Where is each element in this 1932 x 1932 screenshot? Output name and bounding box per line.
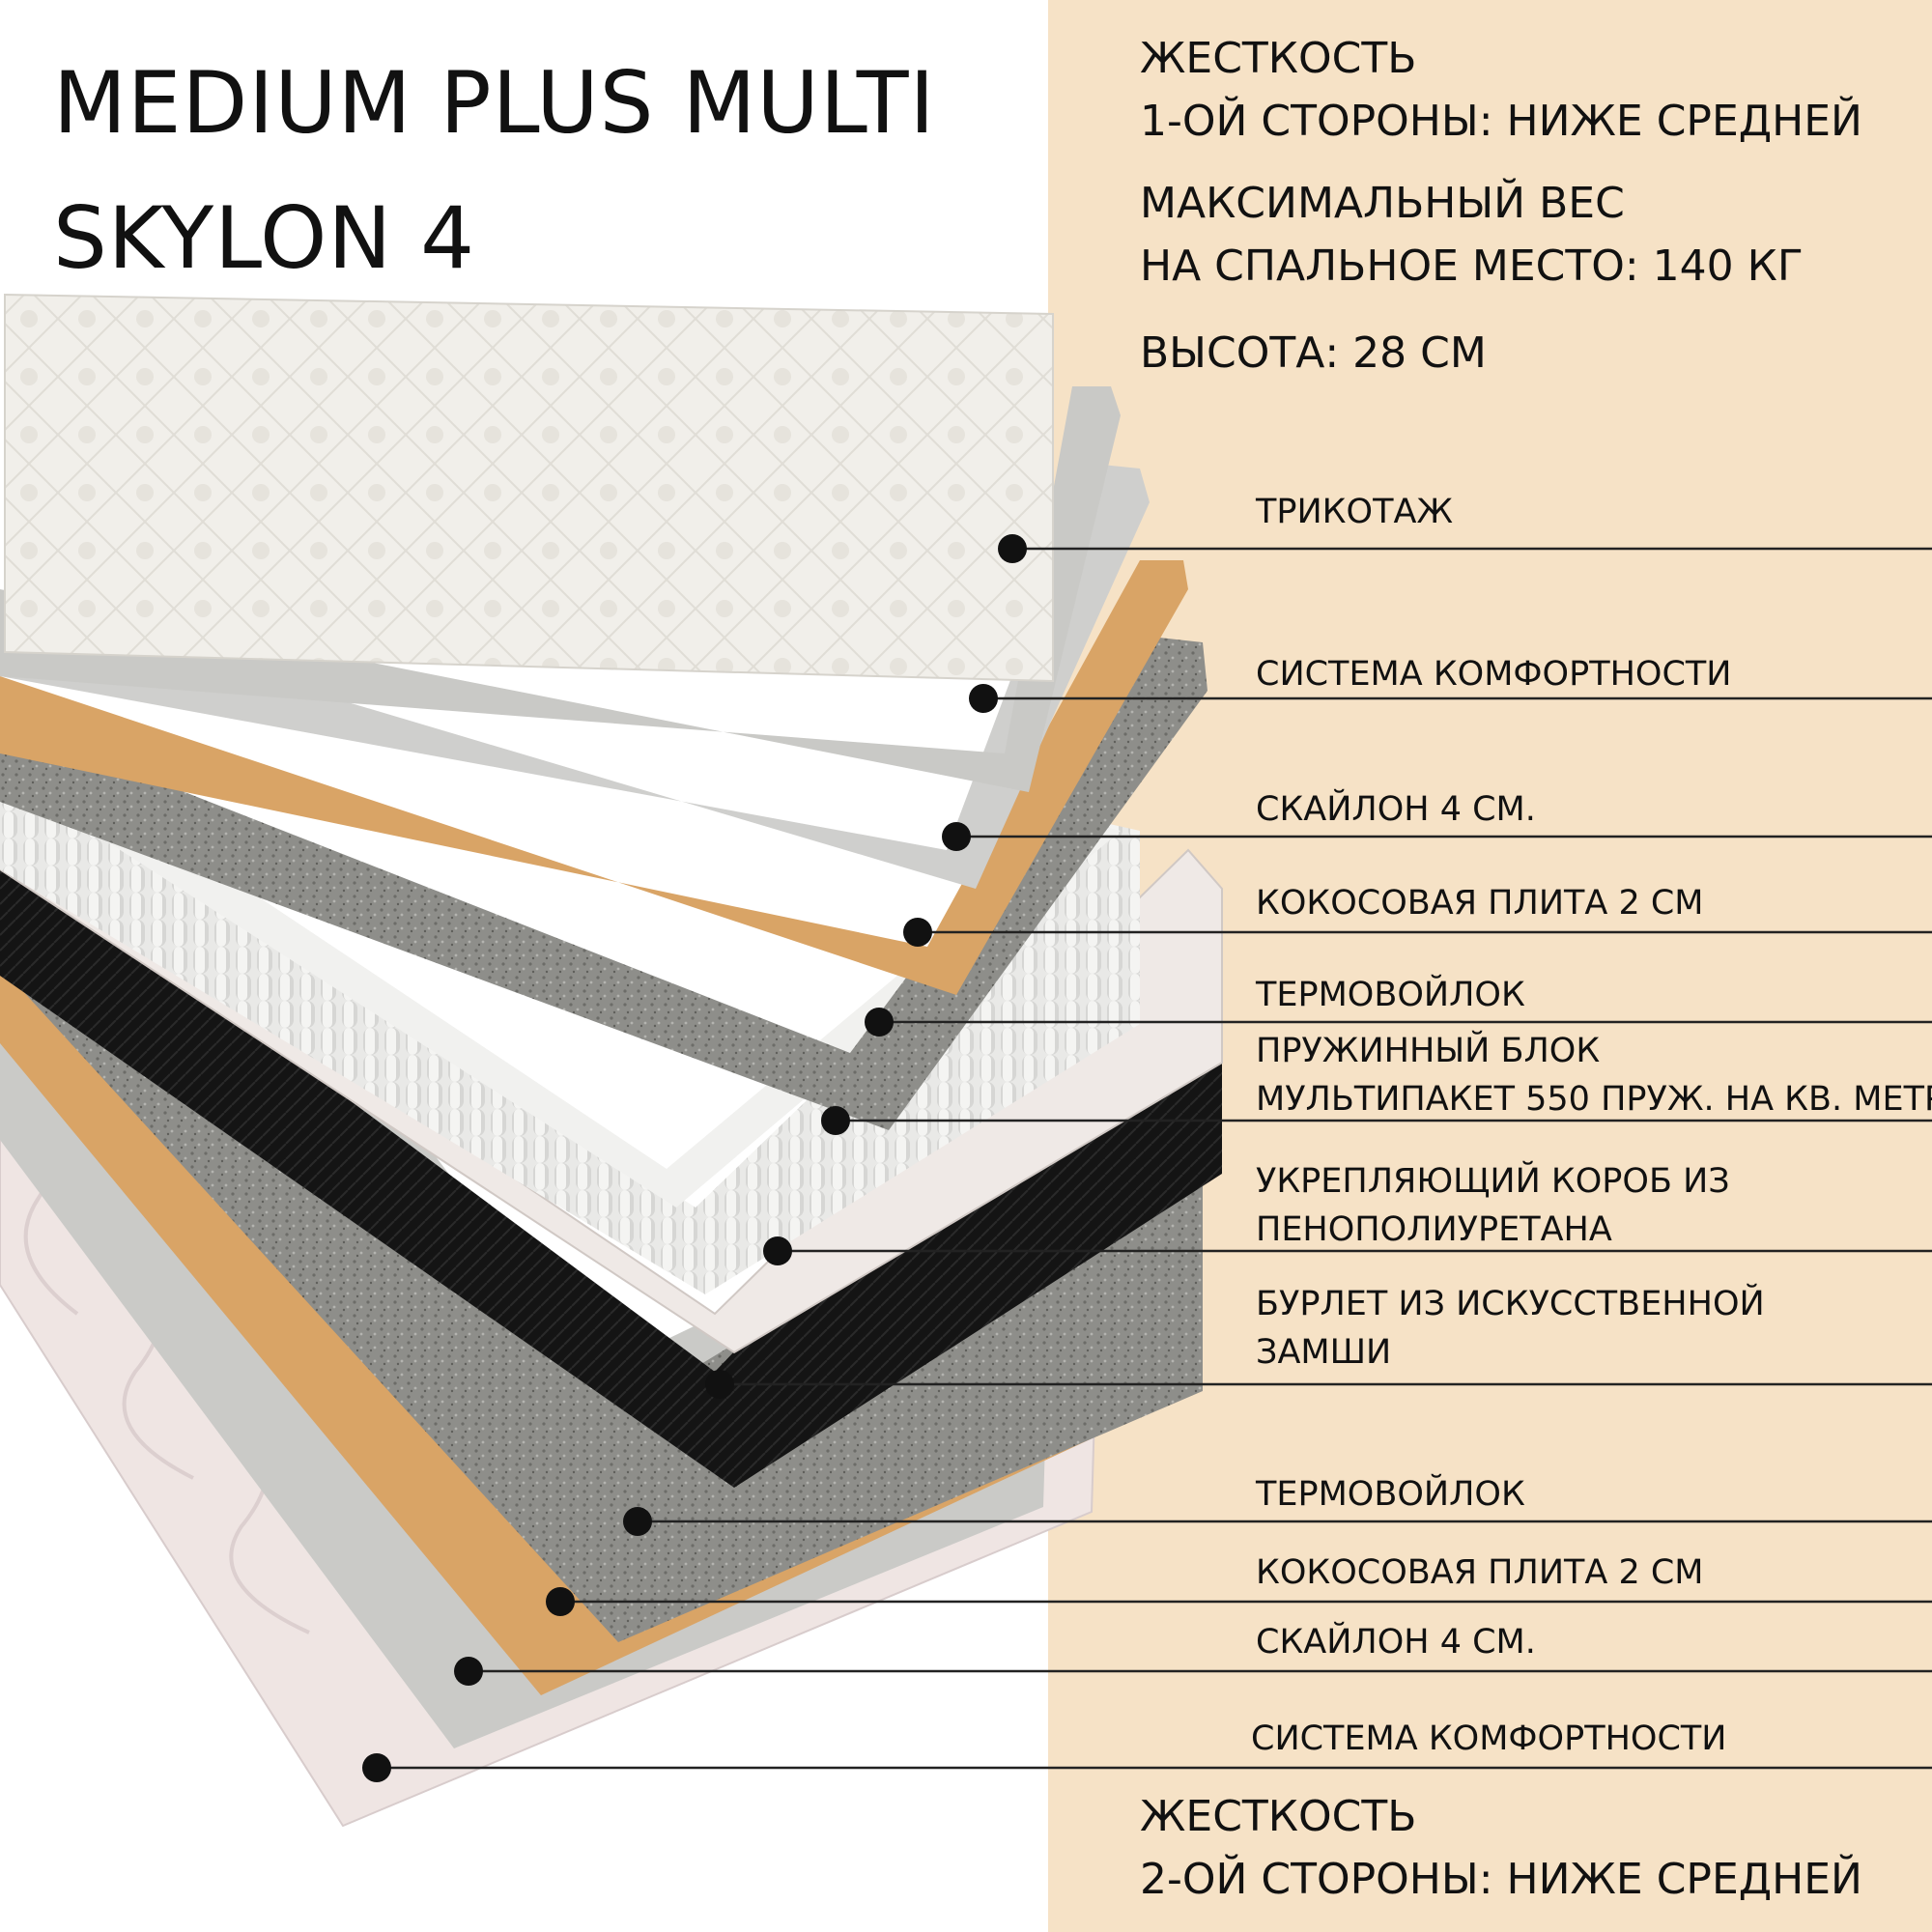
callout-dot [362,1753,391,1782]
layer-label-bureleet-detail: ЗАМШИ [1256,1333,1392,1372]
layer-label-foam-box: УКРЕПЛЯЮЩИЙ КОРОБ ИЗ [1256,1162,1730,1201]
layer-top-coconut [0,560,1188,995]
layer-spring-block [0,773,1140,1294]
layer-label-skylon-top: СКАЙЛОН 4 СМ. [1256,790,1536,829]
layer-top-thermofelt [0,638,1208,1130]
callout-dot [546,1587,575,1616]
callout-dot [454,1657,483,1686]
callout-dot [998,534,1027,563]
side2-firmness-label: ЖЕСТКОСТЬ [1140,1792,1417,1841]
callout-dot [705,1370,734,1399]
layer-bureleet [0,840,1222,1488]
callout-dot [969,684,998,713]
side1-firmness-value: 1-ОЙ СТОРОНЫ: НИЖЕ СРЕДНЕЙ [1140,97,1862,146]
callout-dot [903,918,932,947]
callout-dot [821,1106,850,1135]
callout-dot [623,1507,652,1536]
layer-label-comfort-top: СИСТЕМА КОМФОРТНОСТИ [1256,655,1732,694]
layer-label-thermofelt-top: ТЕРМОВОЙЛОК [1256,976,1525,1014]
layer-label-spring-block-detail: МУЛЬТИПАКЕТ 550 ПРУЖ. НА КВ. МЕТР [1256,1080,1932,1119]
callout-dot [865,1008,894,1037]
layer-label-skylon-bottom: СКАЙЛОН 4 СМ. [1256,1623,1536,1662]
height-value: ВЫСОТА: 28 СМ [1140,328,1487,378]
layer-label-foam-box-detail: ПЕНОПОЛИУРЕТАНА [1256,1210,1612,1249]
callout-dot [763,1236,792,1265]
layer-label-spring-block: ПРУЖИННЫЙ БЛОК [1256,1032,1601,1070]
layer-label-comfort-bottom: СИСТЕМА КОМФОРТНОСТИ [1251,1719,1727,1758]
layer-top-knit [4,293,1054,683]
layer-label-thermofelt-bottom: ТЕРМОВОЙЛОК [1256,1475,1525,1514]
layer-top-comfort [0,386,1121,792]
max-weight-value: НА СПАЛЬНОЕ МЕСТО: 140 КГ [1140,242,1804,291]
max-weight-label: МАКСИМАЛЬНЫЙ ВЕС [1140,179,1625,228]
layer-label-bureleet: БУРЛЕТ ИЗ ИСКУССТВЕННОЙ [1256,1285,1765,1323]
layer-label-coconut-bottom: КОКОСОВАЯ ПЛИТА 2 СМ [1256,1553,1704,1592]
callout-dot [942,822,971,851]
side1-firmness-label: ЖЕСТКОСТЬ [1140,34,1417,83]
product-title-line2: SKYLON 4 [53,188,476,288]
product-title-line1: MEDIUM PLUS MULTI [53,53,936,153]
layer-bottom-thermofelt [0,908,1203,1642]
side2-firmness-value: 2-ОЙ СТОРОНЫ: НИЖЕ СРЕДНЕЙ [1140,1855,1862,1904]
layer-label-coconut-top: КОКОСОВАЯ ПЛИТА 2 СМ [1256,884,1704,923]
layer-label-knit: ТРИКОТАЖ [1256,493,1454,531]
